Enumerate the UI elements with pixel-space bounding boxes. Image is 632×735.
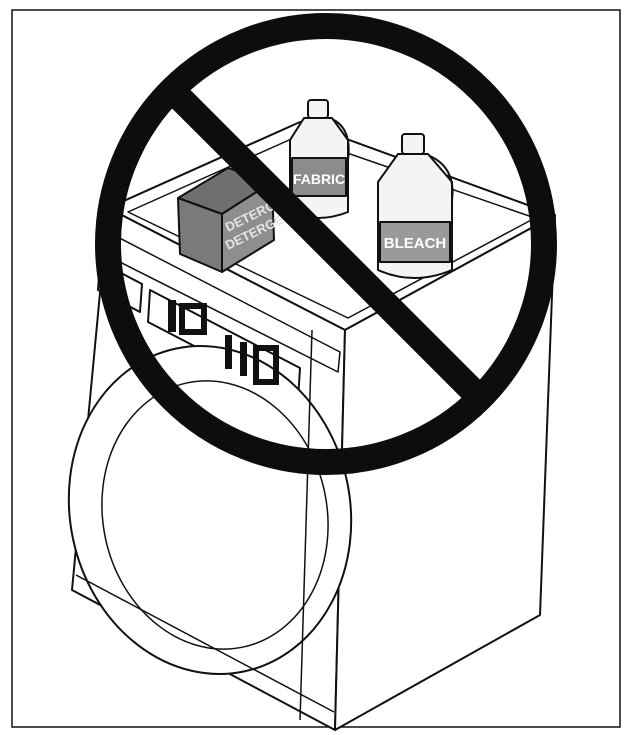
- control-glyphs: [168, 300, 279, 385]
- fabric-label-panel: [291, 157, 347, 197]
- bleach-cap: [401, 133, 425, 155]
- bleach-bottle: BLEACH: [377, 133, 454, 279]
- bleach-handle: [429, 155, 454, 201]
- fabric-cap: [307, 99, 329, 119]
- fabric-softener-bottle: FABRIC: [289, 99, 350, 219]
- prohibition-circle: [95, 13, 557, 475]
- fabric-label: FABRIC: [293, 171, 345, 187]
- panel-knob-1: [168, 300, 176, 332]
- base-line: [75, 574, 335, 713]
- panel-button-2: [240, 342, 247, 376]
- prohibition-sign: [95, 13, 557, 475]
- panel-knob-2: [179, 303, 207, 335]
- bleach-label-panel: [379, 221, 451, 263]
- machine-side: [334, 214, 556, 731]
- figure-border: [11, 9, 621, 728]
- bleach-label: BLEACH: [384, 235, 447, 252]
- front-seam: [299, 329, 313, 721]
- prohibition-slash: [162, 80, 490, 408]
- box-front: [221, 181, 275, 273]
- fabric-handle: [333, 119, 350, 161]
- panel-button-1: [225, 335, 232, 369]
- panel-display: [253, 345, 279, 385]
